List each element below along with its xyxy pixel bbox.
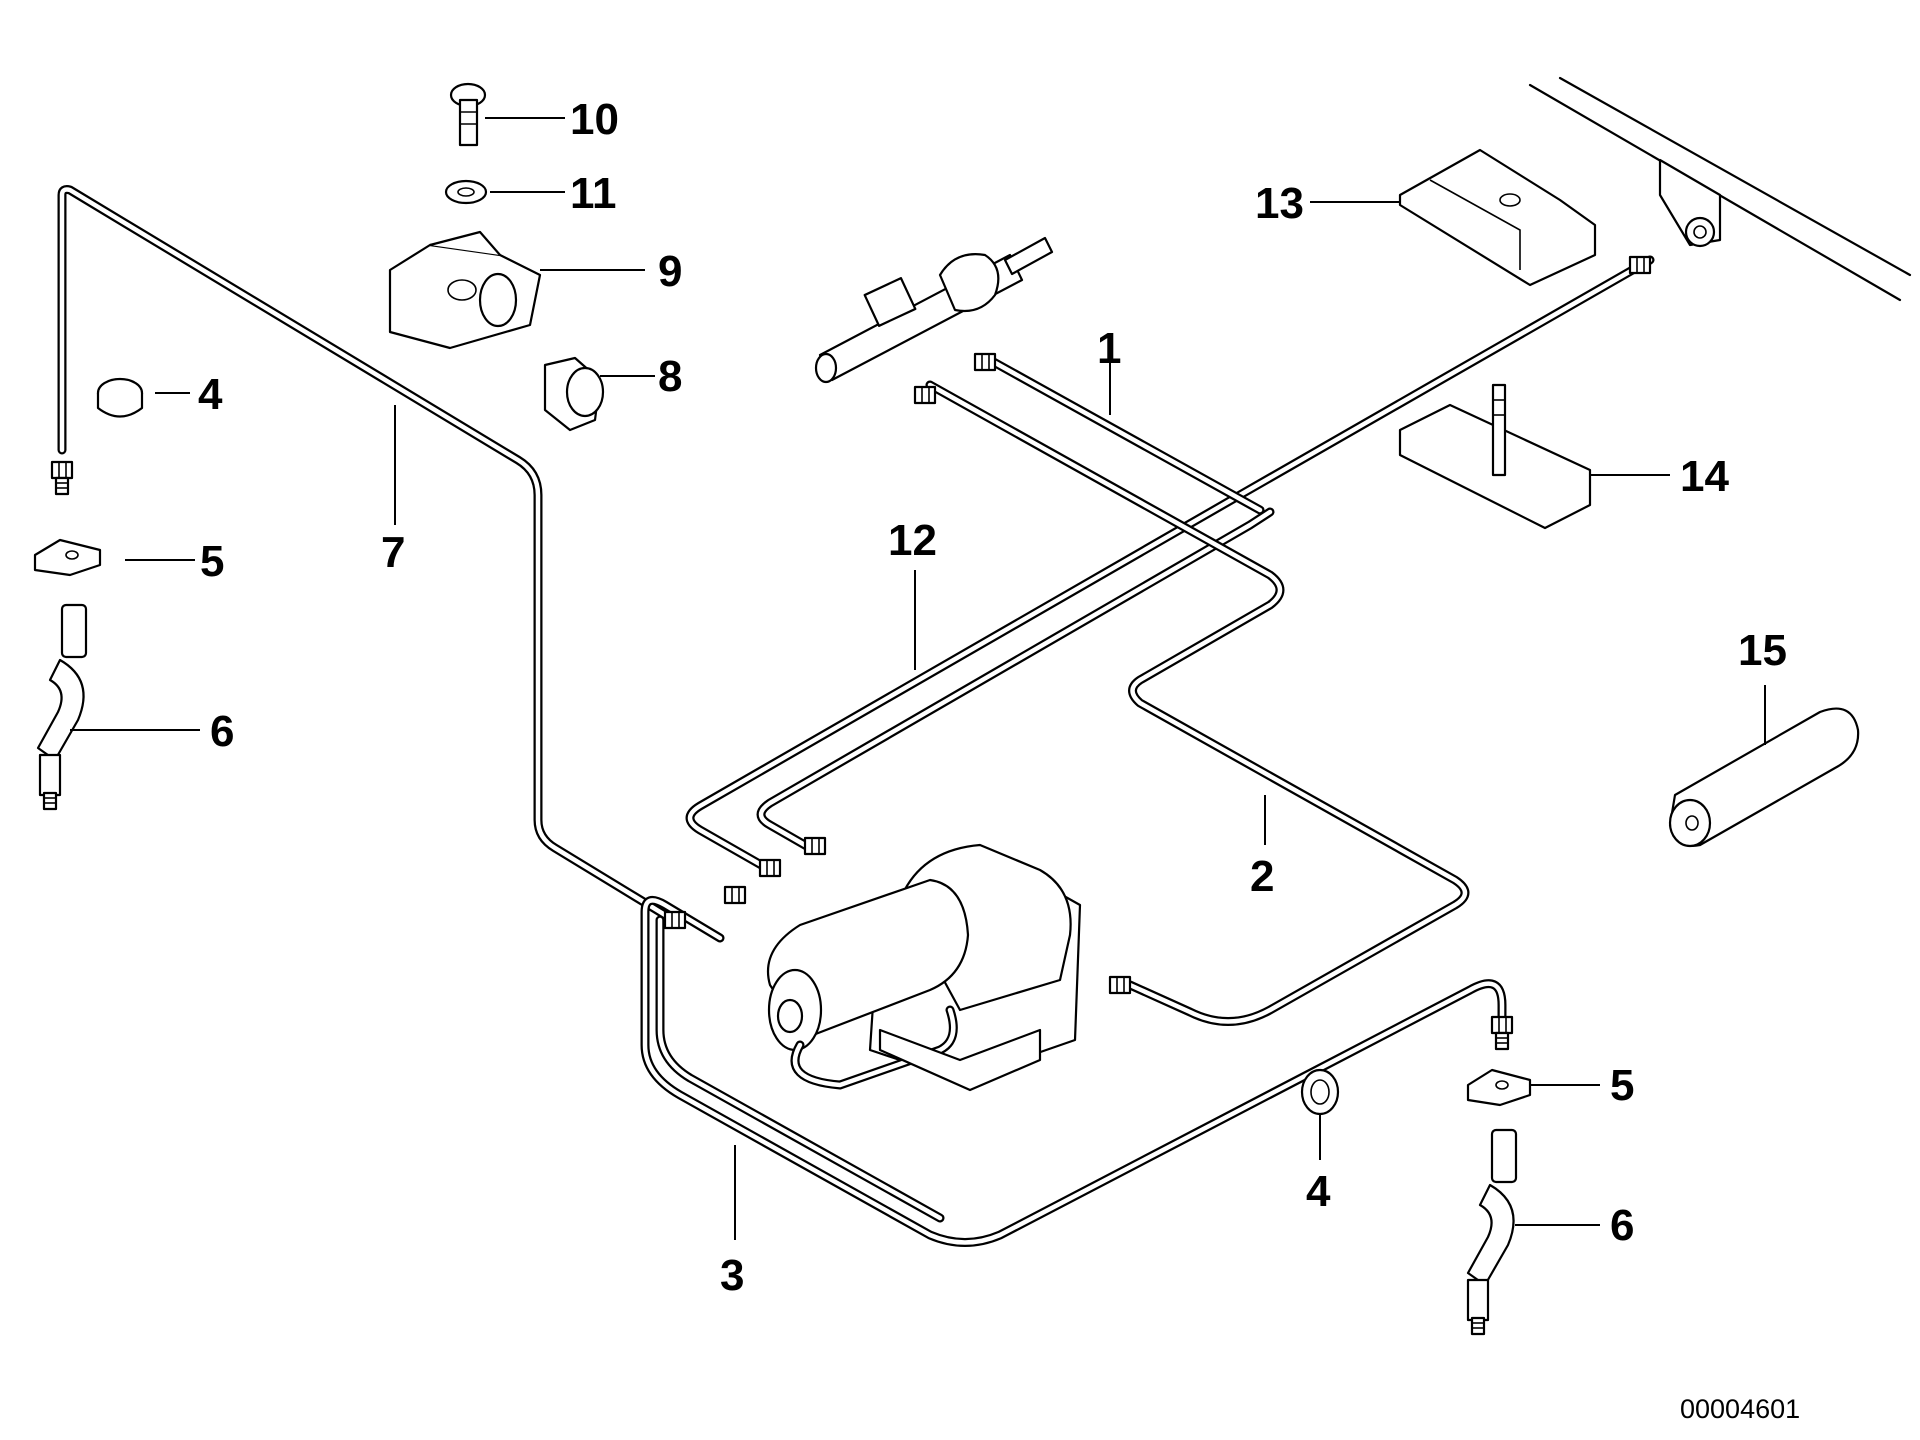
leader-lines (70, 117, 1766, 1240)
clip-5-left (33, 538, 102, 577)
grommet-4-left (96, 377, 144, 418)
hose-6-right (1466, 1128, 1518, 1336)
callout-12: 12 (888, 516, 937, 565)
chassis-tube (1528, 76, 1912, 302)
bracket-13 (1398, 148, 1597, 287)
clip-9 (388, 230, 542, 350)
callout-2: 2 (1250, 852, 1274, 901)
brake-line-3 (640, 895, 1507, 1247)
callout-4-left: 4 (198, 370, 223, 419)
callout-11: 11 (570, 169, 617, 218)
callout-7: 7 (381, 528, 405, 577)
brake-line-1 (985, 355, 1265, 515)
callout-9: 9 (658, 247, 682, 296)
screw-10 (449, 82, 487, 147)
callout-4-right: 4 (1306, 1167, 1331, 1216)
brake-line-7 (57, 185, 675, 923)
hose-6-left (36, 603, 88, 811)
callout-labels: 10 11 9 8 4 7 5 6 1 12 2 3 4 5 6 13 14 1… (198, 95, 1787, 1300)
callout-13: 13 (1255, 179, 1304, 228)
callout-3: 3 (720, 1251, 744, 1300)
callout-6-right: 6 (1610, 1201, 1634, 1250)
callout-5-right: 5 (1610, 1061, 1634, 1110)
callout-14: 14 (1680, 452, 1729, 501)
washer-11 (444, 179, 488, 205)
callout-6-left: 6 (210, 707, 234, 756)
brake-line-2 (925, 380, 1470, 1026)
callout-10: 10 (570, 95, 619, 144)
brake-valve (814, 236, 1054, 384)
document-number: 00004601 (1680, 1394, 1800, 1424)
callout-1: 1 (1097, 324, 1121, 373)
sleeve-15 (1668, 707, 1860, 848)
clip-8 (543, 356, 605, 432)
clip-5-right (1466, 1068, 1532, 1107)
callout-8: 8 (658, 352, 682, 401)
abs-unit (766, 843, 1082, 1092)
callout-5-left: 5 (200, 537, 224, 586)
grommet-4-right (1300, 1068, 1340, 1116)
bracket-14 (1398, 383, 1592, 530)
brake-line-12 (685, 255, 1655, 875)
callout-15: 15 (1738, 626, 1787, 675)
